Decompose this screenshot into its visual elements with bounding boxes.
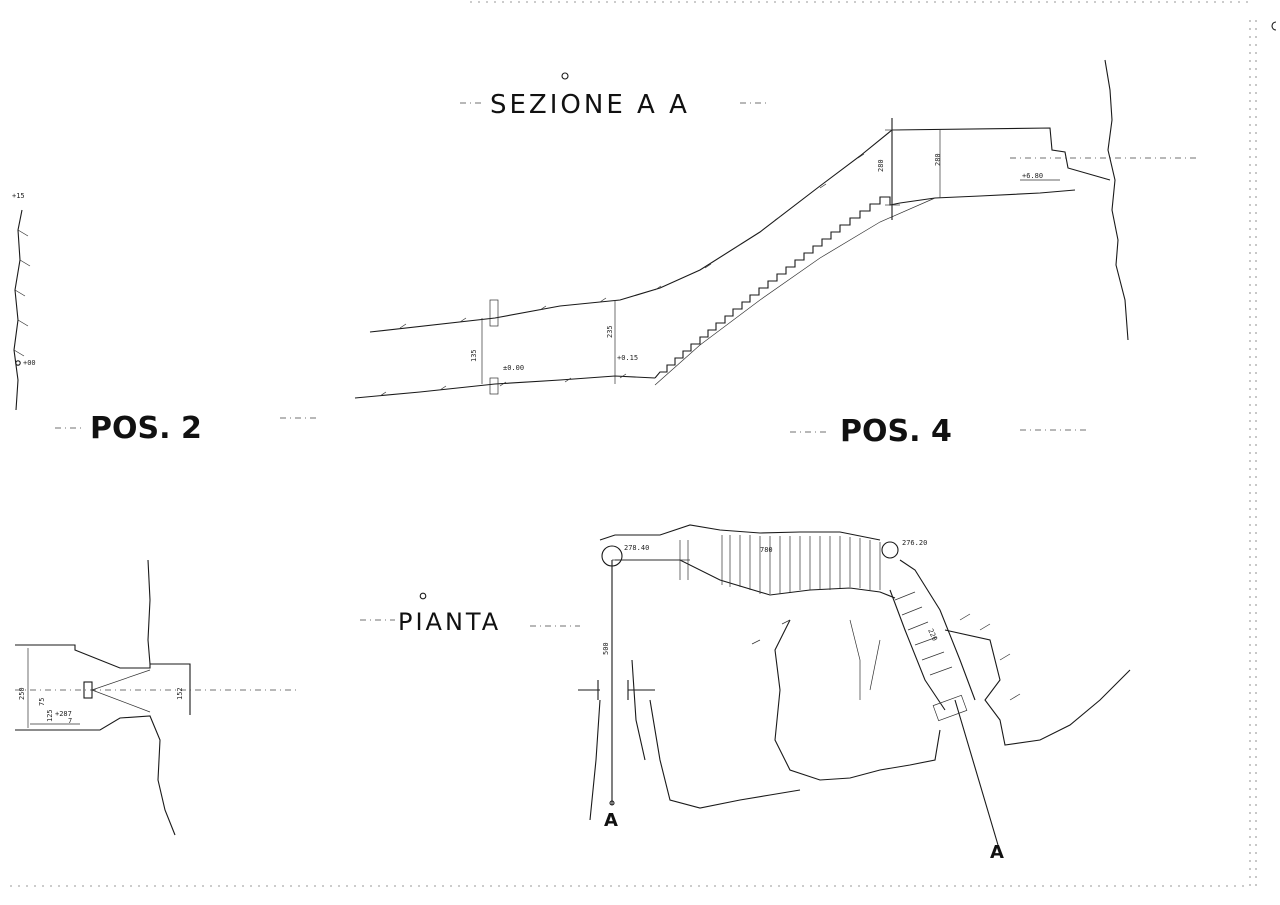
- section-cliff-line: [1104, 59, 1129, 341]
- pos2-right-label: 152: [176, 687, 184, 700]
- plan-title-dot: [419, 592, 427, 600]
- section-upper-terrain: [369, 129, 893, 333]
- section-lower-hatch: [379, 373, 627, 397]
- pos2-upper-cliff: [147, 559, 151, 665]
- section-stair-profile: [654, 189, 1076, 379]
- plan-terrain-detail: [849, 619, 881, 700]
- pos2-height-label: 250: [18, 687, 26, 700]
- marker-a-dot: [609, 800, 615, 806]
- marker-b-label: A: [990, 842, 1004, 863]
- section-title: SEZIONE A A: [490, 90, 690, 120]
- level-top-label: +6.80: [1022, 172, 1043, 180]
- rise-right-label: 280: [877, 159, 885, 172]
- plan-wall-cut: [578, 680, 655, 700]
- pos2-w1-label: 75: [38, 698, 46, 706]
- marker-a-label: A: [604, 810, 618, 831]
- plan-diagonal-walls: [889, 559, 976, 711]
- plan-left-walls: [589, 659, 646, 821]
- plan-stair-top-edge: [599, 524, 881, 541]
- plan-stair-treads: [679, 535, 881, 594]
- plan-stair-bottom-edge: [615, 559, 896, 599]
- level-mid-label: +0.15: [617, 354, 638, 362]
- pos2-level-label: +287: [55, 710, 72, 718]
- plan-title: PIANTA: [398, 608, 501, 636]
- plan-terrain-lower: [649, 699, 801, 809]
- section-top-platform: [891, 127, 1111, 181]
- plan-terrain-right: [944, 629, 1131, 746]
- plan-landing: [932, 694, 968, 722]
- rise-left-label: 135: [470, 349, 478, 362]
- section-upper-hatch: [399, 153, 865, 329]
- corner-mark: [1271, 21, 1277, 31]
- section-lower-terrain: [354, 375, 656, 399]
- plan-vertical-label: 500: [602, 642, 610, 655]
- pos4-title: POS. 4: [840, 414, 952, 449]
- point-b-label: 276.20: [902, 539, 927, 547]
- section-left-post-bottom: [489, 377, 499, 395]
- title-dot: [561, 72, 569, 80]
- rise-far-label: 280: [934, 153, 942, 166]
- rise-mid-label: 235: [606, 325, 614, 338]
- strip-top-label: +15: [12, 192, 25, 200]
- plan-terrain-ticks: [751, 613, 1021, 701]
- plan-length-label: 780: [760, 546, 773, 554]
- plan-point-b: [881, 541, 899, 559]
- pos2-bottom-outline: [15, 715, 176, 836]
- strip-circle: [15, 360, 21, 366]
- level-zero-label: ±0.00: [503, 364, 524, 372]
- section-left-post-top: [489, 299, 499, 327]
- strip-bottom-label: +00: [23, 359, 36, 367]
- plan-terrain-outline: [774, 619, 941, 781]
- pos2-w2-label: 125: [46, 709, 54, 722]
- pos2-top-outline: [15, 644, 191, 715]
- pos2-funnel: [91, 669, 151, 713]
- pos2-bottom-label: 7: [68, 717, 72, 725]
- pos2-title: POS. 2: [90, 411, 202, 446]
- left-strip-ticks: [13, 229, 31, 357]
- plan-section-line: [954, 699, 999, 846]
- plan-diagonal-treads: [894, 591, 953, 676]
- left-strip-line: [13, 209, 23, 411]
- point-a-label: 278.40: [624, 544, 649, 552]
- section-stair-underside: [654, 197, 936, 386]
